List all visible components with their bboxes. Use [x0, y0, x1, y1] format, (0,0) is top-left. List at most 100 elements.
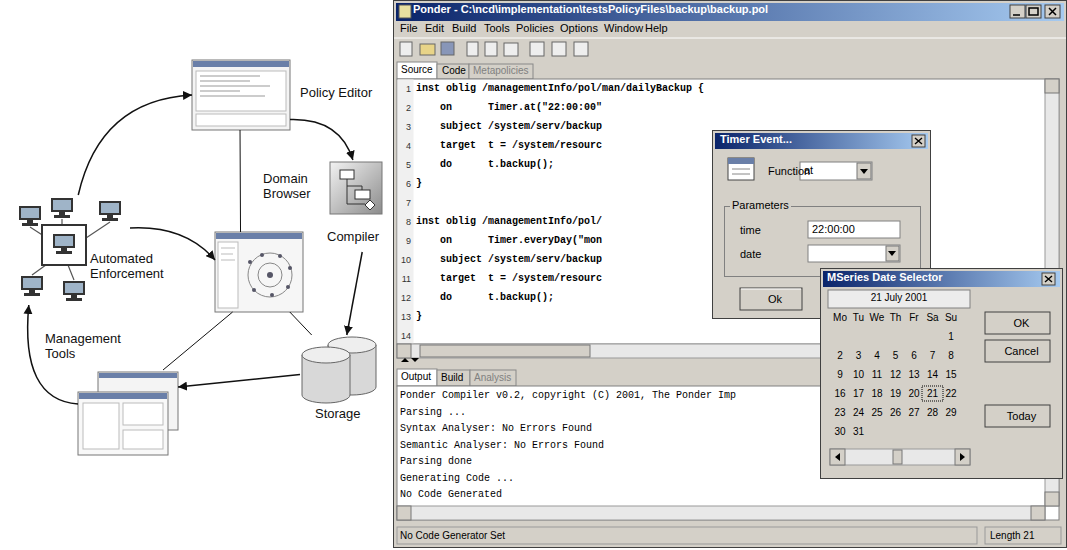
line-number: 13	[397, 310, 411, 324]
line-number: 4	[397, 139, 411, 153]
code-line: }	[416, 177, 422, 191]
line-number: 8	[397, 215, 411, 229]
day-number: 22	[941, 388, 961, 400]
day-number: 1	[941, 331, 961, 343]
code-line: subject /system/serv/backup	[440, 120, 602, 134]
flow-arrow	[347, 252, 362, 335]
weekday-header: Tu	[849, 312, 869, 324]
editor-node: Policy Editor	[192, 60, 290, 130]
node-label: Domain Browser	[263, 172, 325, 202]
day-number: 29	[941, 407, 961, 419]
weekday-header: Su	[941, 312, 961, 324]
tab-label: Code	[442, 65, 466, 77]
day-number: 11	[867, 369, 887, 381]
menu-item: File	[400, 22, 418, 35]
day-number: 14	[923, 369, 943, 381]
day-number: 25	[867, 407, 887, 419]
line-number: 14	[397, 329, 411, 343]
field-value: at	[804, 164, 813, 177]
day-number: 13	[904, 369, 924, 381]
field-label: date	[740, 248, 761, 261]
group-label: Parameters	[730, 199, 791, 212]
day-number: 15	[941, 369, 961, 381]
node-label: Management Tools	[45, 332, 137, 362]
menu-item: Window	[604, 22, 643, 35]
field-label: time	[740, 224, 761, 237]
line-number: 1	[397, 82, 411, 96]
output-line: Ponder Compiler v0.2, copyright (C) 2001…	[400, 389, 736, 402]
day-number: 5	[886, 350, 906, 362]
day-number: 30	[830, 426, 850, 438]
day-number: 6	[904, 350, 924, 362]
tab-label: Analysis	[474, 372, 511, 384]
weekday-header: We	[867, 312, 887, 324]
window-title: Timer Event...	[720, 133, 792, 146]
button-label: Cancel	[985, 340, 1058, 362]
line-number: 10	[397, 253, 411, 267]
code-line: do t.backup();	[440, 158, 554, 172]
menu-item: Options	[560, 22, 598, 35]
day-number: 21	[923, 388, 943, 400]
day-number: 23	[830, 407, 850, 419]
window-title: Ponder - C:\ncd\implementation\testsPoli…	[413, 3, 768, 16]
code-line: target t = /system/resourc	[440, 139, 602, 153]
enforcement-node: Automated Enforcement	[15, 195, 130, 305]
weekday-header: Fr	[904, 312, 924, 324]
day-number: 27	[904, 407, 924, 419]
day-number: 31	[849, 426, 869, 438]
day-number: 8	[941, 350, 961, 362]
line-number: 11	[397, 272, 411, 286]
button-label: OK	[985, 312, 1058, 334]
tab-label: Output	[401, 371, 431, 383]
day-number: 7	[923, 350, 943, 362]
node-label: Compiler	[327, 230, 379, 245]
menu-item: Edit	[425, 22, 444, 35]
code-line: on Timer.everyDay("mon	[440, 234, 602, 248]
tab-label: Build	[441, 372, 463, 384]
field-label: Function	[768, 165, 810, 178]
day-number: 16	[830, 388, 850, 400]
output-line: No Code Generated	[400, 488, 502, 501]
code-line: }	[416, 310, 422, 324]
dialog-button: Cancel	[985, 340, 1058, 362]
browser-node: Domain Browser	[215, 232, 303, 312]
line-number: 3	[397, 120, 411, 134]
dialog-button: OK	[985, 312, 1058, 334]
window-title: MSeries Date Selector	[827, 271, 943, 284]
day-number: 9	[830, 369, 850, 381]
status-text: No Code Generator Set	[400, 530, 505, 542]
day-number: 17	[849, 388, 869, 400]
link-line	[240, 130, 242, 232]
code-line: subject /system/serv/backup	[440, 253, 602, 267]
status-text: Length 21	[990, 530, 1035, 542]
output-line: Generating Code ...	[400, 472, 514, 485]
code-line: inst oblig /managementInfo/pol/man/daily…	[416, 82, 704, 96]
day-number: 4	[867, 350, 887, 362]
button-label: Today	[985, 405, 1058, 427]
code-line: on Timer.at("22:00:00"	[440, 101, 602, 115]
dialog-button: Today	[985, 405, 1058, 427]
menu-item: Help	[645, 22, 668, 35]
output-line: Parsing done	[400, 455, 472, 468]
flow-arrow	[78, 95, 192, 195]
day-number: 26	[886, 407, 906, 419]
code-line: do t.backup();	[440, 291, 554, 305]
weekday-header: Th	[886, 312, 906, 324]
tab-label: Source	[401, 64, 433, 76]
storage-node: Storage	[300, 335, 378, 401]
link-line	[290, 312, 312, 335]
compiler-node: Compiler	[325, 160, 387, 252]
day-number: 19	[886, 388, 906, 400]
flow-arrow	[290, 119, 353, 160]
day-number: 2	[830, 350, 850, 362]
day-number: 20	[904, 388, 924, 400]
tools-node: Management Tools	[78, 370, 178, 455]
line-number: 9	[397, 234, 411, 248]
menu-item: Policies	[516, 22, 554, 35]
day-number: 28	[923, 407, 943, 419]
node-label: Storage	[315, 407, 361, 422]
code-line: target t = /system/resourc	[440, 272, 602, 286]
day-number: 12	[886, 369, 906, 381]
node-label: Automated Enforcement	[90, 252, 190, 282]
day-number: 18	[867, 388, 887, 400]
